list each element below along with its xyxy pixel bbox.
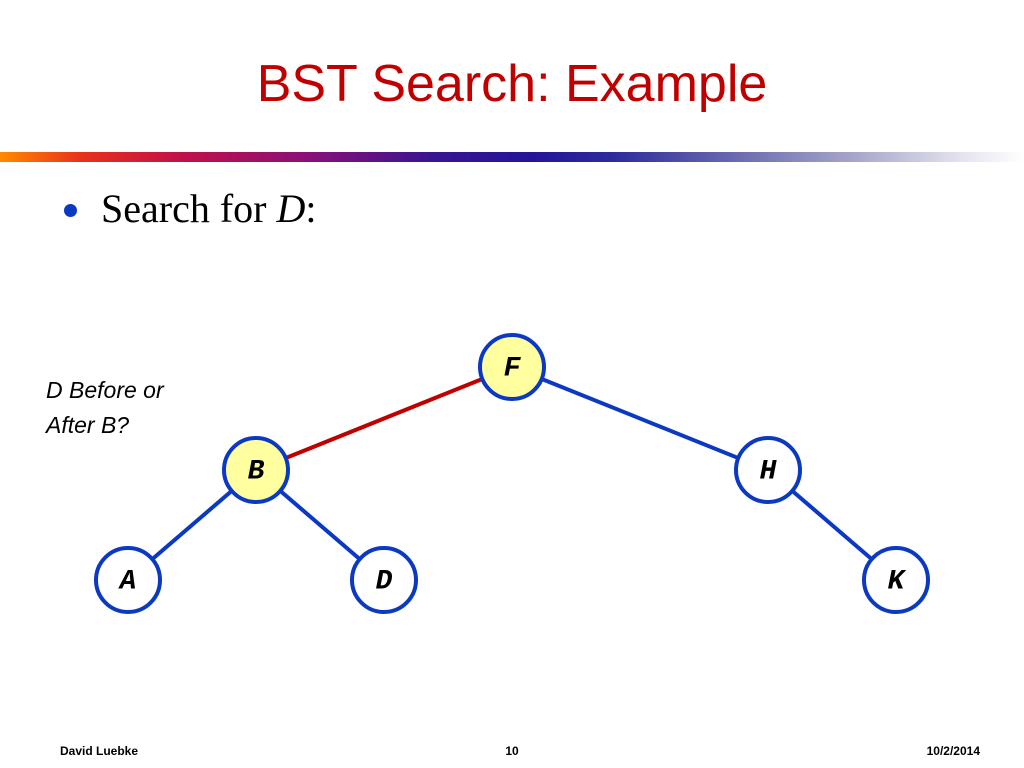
tree-node-h: H <box>734 436 802 504</box>
tree-node-circle <box>222 436 290 504</box>
tree-node-label: B <box>248 456 265 487</box>
question-note-line-1: D Before or <box>46 377 164 403</box>
bullet-icon <box>64 203 77 217</box>
tree-node-label: F <box>504 353 522 384</box>
slide-title: BST Search: Example <box>256 55 768 113</box>
tree-node-f: F <box>478 333 546 401</box>
tree-node-a: A <box>94 546 162 614</box>
footer-date: 10/2/2014 <box>926 744 980 758</box>
question-note-line-2: After B? <box>46 412 130 438</box>
tree-edge-f-h <box>511 365 769 472</box>
tree-node-circle <box>94 546 162 614</box>
tree-edge-f-b <box>255 365 513 472</box>
tree-node-circle <box>862 546 930 614</box>
question-note: D Before or After B? <box>46 373 164 443</box>
tree-node-circle <box>734 436 802 504</box>
tree-node-b: B <box>222 436 290 504</box>
tree-node-label: D <box>376 566 393 597</box>
bullet-text-emphasis: D <box>276 185 306 231</box>
footer-author: David Luebke <box>60 744 139 758</box>
tree-node-d: D <box>350 546 418 614</box>
bullet-text-prefix: Search for <box>101 185 277 231</box>
tree-node-label: K <box>888 566 907 597</box>
tree-node-circle <box>350 546 418 614</box>
tree-nodes: F B H A D K <box>94 333 930 614</box>
tree-node-circle <box>478 333 546 401</box>
tree-node-label: H <box>760 456 778 487</box>
bullet-text-suffix: : <box>305 185 317 231</box>
tree-node-k: K <box>862 546 930 614</box>
tree-node-label: A <box>118 566 137 597</box>
bullet-item: Search for D : <box>64 185 317 231</box>
title-divider <box>0 152 1024 162</box>
footer-page-number: 10 <box>505 744 519 758</box>
